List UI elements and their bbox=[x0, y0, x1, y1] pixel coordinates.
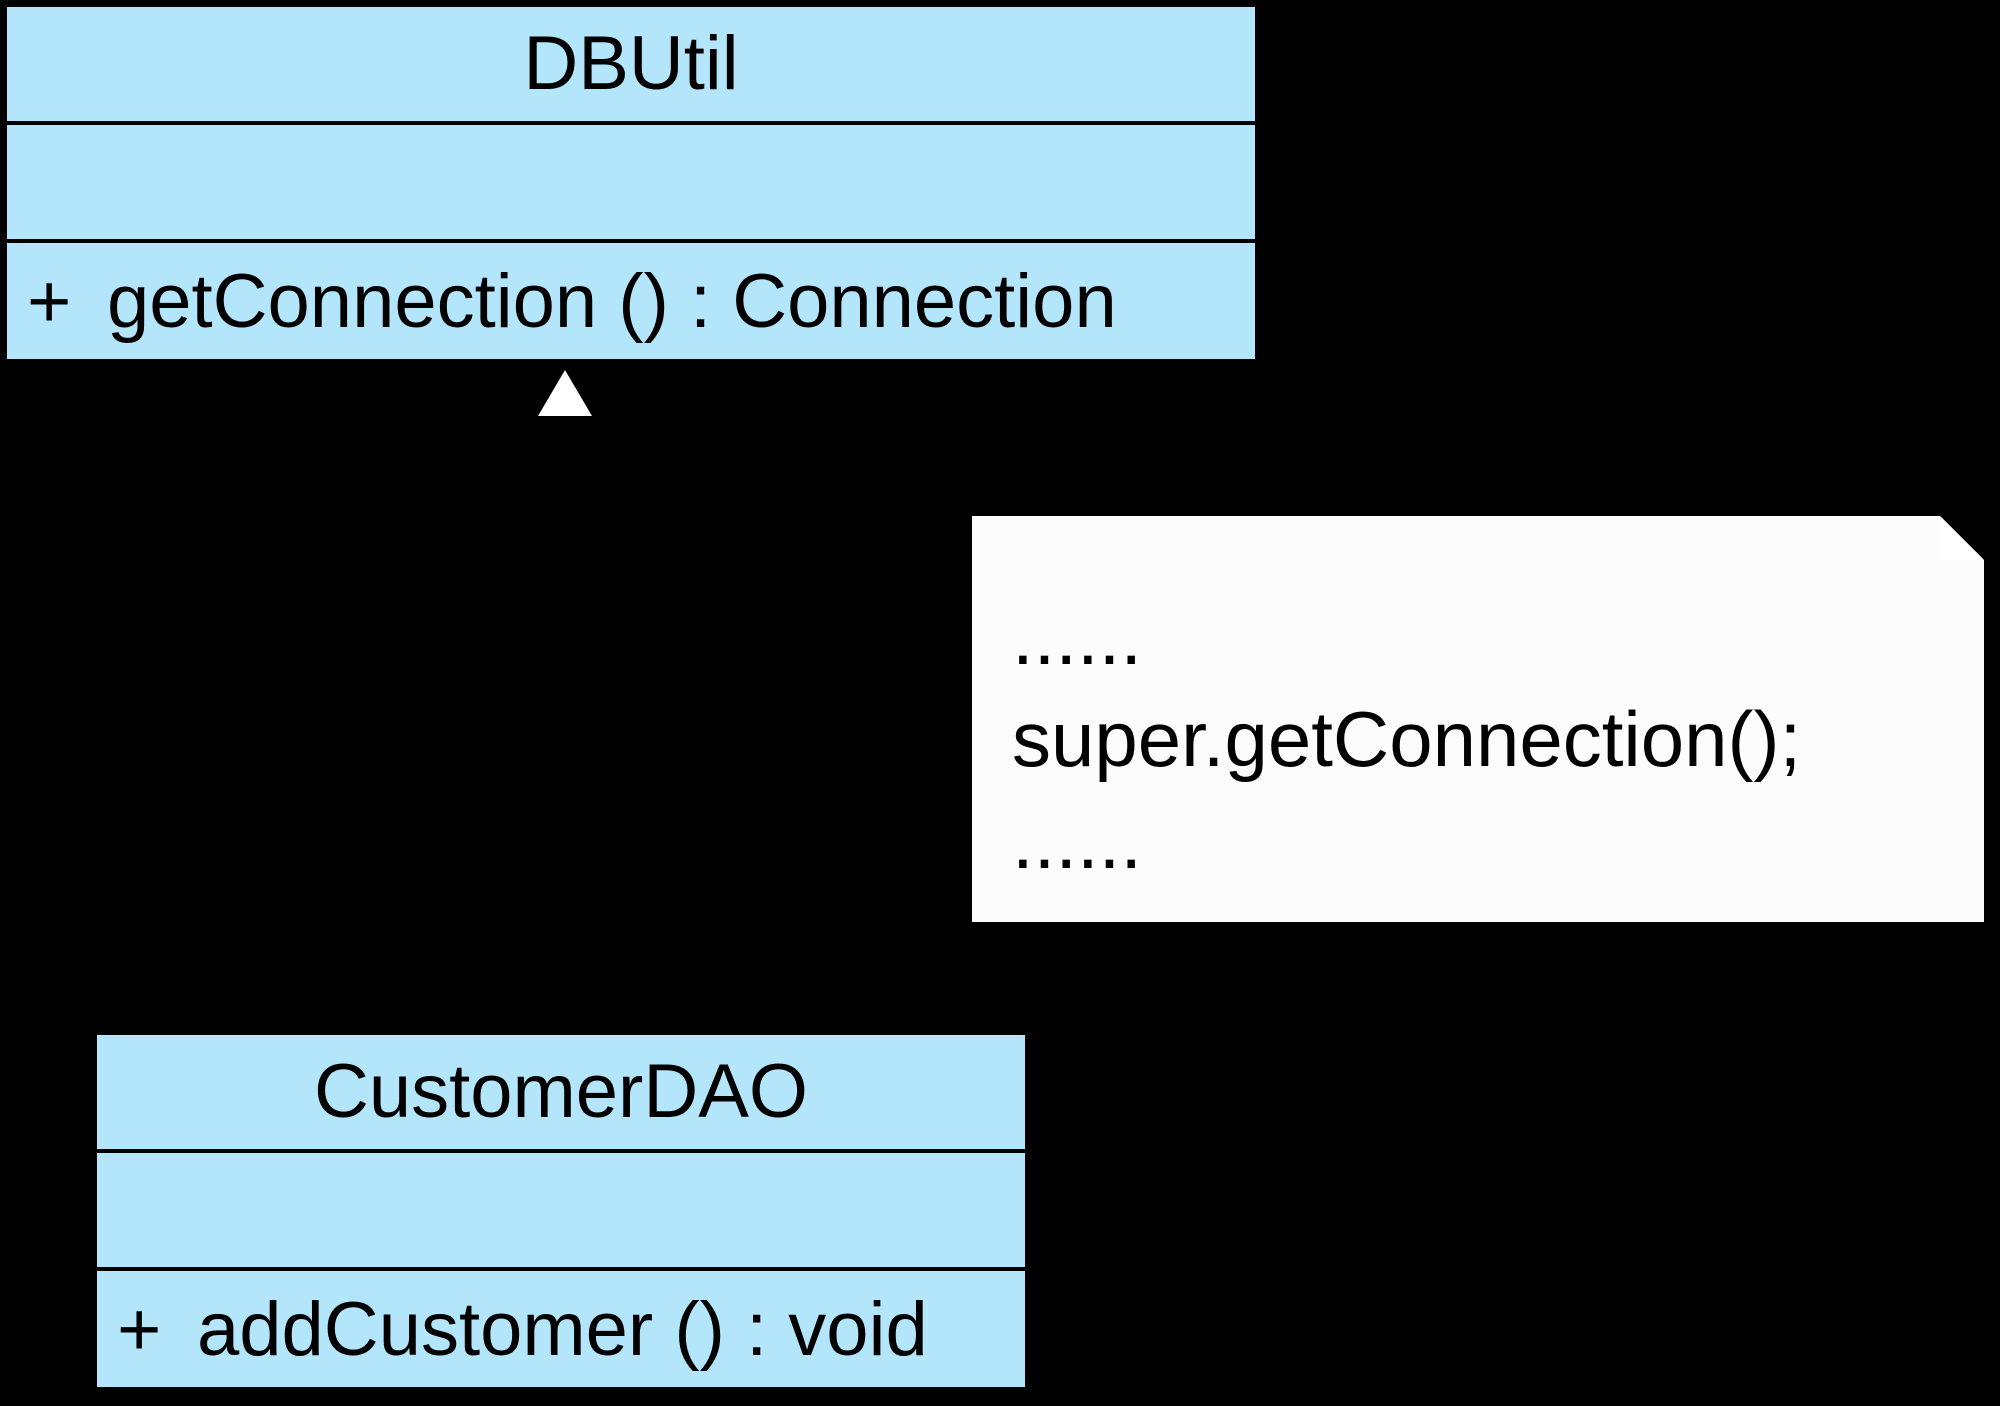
class-name: CustomerDAO bbox=[97, 1035, 1025, 1153]
operation-signature: addCustomer () : void bbox=[197, 1287, 928, 1372]
note-line-top: ...... bbox=[1012, 593, 1143, 681]
visibility-marker: + bbox=[27, 259, 72, 344]
dbutil-class[interactable]: DBUtil + getConnection () : Connection bbox=[4, 4, 1258, 362]
customerdao-class[interactable]: CustomerDAO + addCustomer () : void bbox=[94, 1032, 1028, 1390]
operations-compartment: + getConnection () : Connection bbox=[7, 243, 1255, 361]
note-line-bottom: ...... bbox=[1012, 797, 1143, 885]
uml-note[interactable]: ...... super.getConnection(); ...... bbox=[972, 516, 1984, 922]
note-line-code: super.getConnection(); bbox=[1012, 695, 1802, 783]
attributes-compartment bbox=[97, 1153, 1025, 1271]
visibility-marker: + bbox=[117, 1287, 162, 1372]
class-name: DBUtil bbox=[7, 7, 1255, 125]
note-fold-corner-icon bbox=[1940, 516, 1984, 560]
generalization-arrowhead bbox=[538, 370, 592, 416]
operation-signature: getConnection () : Connection bbox=[107, 259, 1117, 344]
attributes-compartment bbox=[7, 125, 1255, 243]
operations-compartment: + addCustomer () : void bbox=[97, 1271, 1025, 1389]
